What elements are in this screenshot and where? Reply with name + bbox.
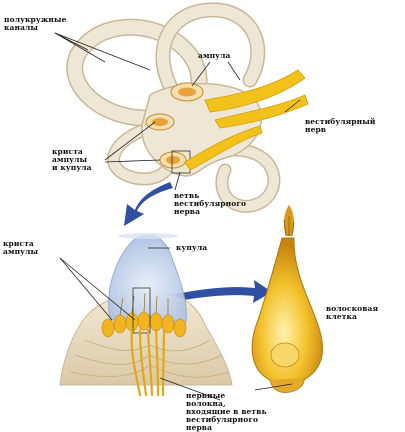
label-nerve-fibers: нервные волокна, входящие в ветвь вестиб… bbox=[186, 392, 267, 432]
label-cupula: купула bbox=[176, 244, 207, 252]
label-hair-cell: волосковая клетка bbox=[326, 305, 378, 321]
crista-section bbox=[60, 233, 232, 395]
label-crista-ampulla: криста ампулы bbox=[3, 240, 38, 256]
cupula bbox=[109, 235, 187, 322]
label-semicircular-canals: полукружные каналы bbox=[4, 16, 67, 32]
label-vestibular-branch: ветвь вестибулярного нерва bbox=[174, 192, 246, 216]
label-crista-cupula-top: криста ампулы и купула bbox=[52, 148, 92, 172]
hair-cell-figure bbox=[252, 205, 322, 393]
zoom-arrow-1 bbox=[124, 182, 173, 226]
label-vestibular-nerve: вестибулярный нерв bbox=[305, 118, 376, 134]
label-ampulla: ампула bbox=[198, 52, 230, 60]
